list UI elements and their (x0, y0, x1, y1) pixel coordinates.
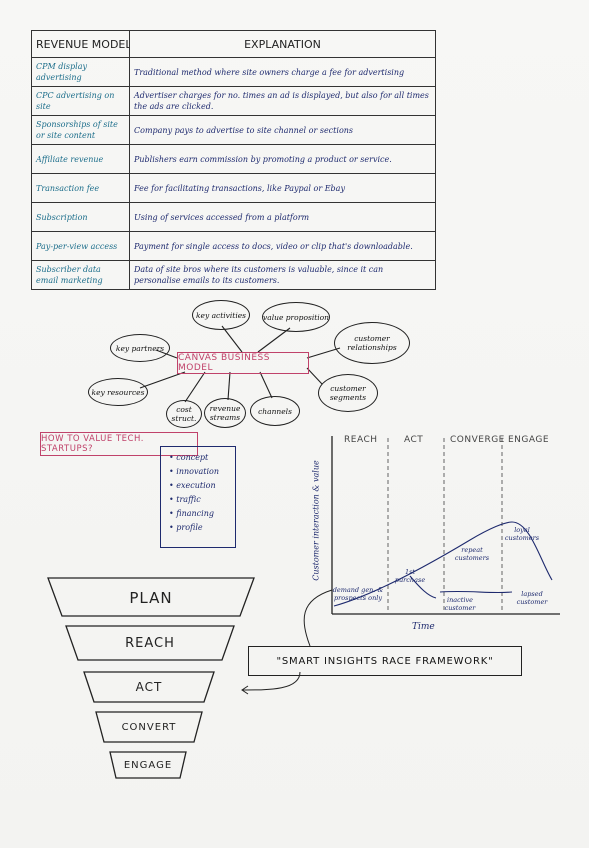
node-customer-segments: customer segments (318, 374, 378, 412)
node-key-activities: key activities (192, 300, 250, 330)
note-repeat: repeat customers (454, 546, 490, 562)
note-inactive: inactive customer (444, 596, 476, 612)
funnel-stage-plan: PLAN (129, 589, 173, 607)
graph-stage-act: ACT (404, 435, 424, 445)
row-model: Subscriber data email marketing (31, 260, 130, 290)
table-row: CPC advertising on site Advertiser charg… (31, 86, 436, 116)
row-model: Subscription (31, 202, 130, 232)
row-explanation: Traditional method where site owners cha… (129, 57, 436, 87)
valuation-title: HOW TO VALUE TECH. STARTUPS? (40, 432, 198, 456)
funnel-stage-convert: CONVERT (121, 721, 177, 733)
list-item: profile (176, 521, 235, 535)
node-customer-relationships: customer relationships (334, 322, 410, 364)
row-model: Affiliate revenue (31, 144, 130, 174)
row-explanation: Data of site bros where its customers is… (129, 260, 436, 290)
list-item: concept (176, 451, 235, 465)
node-key-resources: key resources (88, 378, 148, 406)
table-row: Sponsorships of site or site content Com… (31, 115, 436, 145)
note-lapsed: lapsed customer (516, 590, 548, 606)
graph-stage-reach: REACH (344, 435, 378, 445)
graph-x-label: Time (412, 622, 435, 632)
funnel-stage-act: ACT (135, 680, 163, 694)
list-item: innovation (176, 465, 235, 479)
node-channels: channels (250, 396, 300, 426)
valuation-list: concept innovation execution traffic fin… (160, 446, 236, 548)
canvas-title: CANVAS BUSINESS MODEL (177, 352, 309, 374)
row-explanation: Advertiser charges for no. times an ad i… (129, 86, 436, 116)
node-revenue-streams: revenue streams (204, 398, 246, 428)
note-loyal: loyal customers (504, 526, 540, 542)
node-cost-structure: cost struct. (166, 400, 202, 428)
graph-y-label: Customer interaction & value (311, 460, 321, 581)
note-demand: demand gen. & prospects only (332, 586, 384, 602)
funnel-stage-reach: REACH (125, 635, 175, 651)
row-explanation: Payment for single access to docs, video… (129, 231, 436, 261)
row-explanation: Company pays to advertise to site channe… (129, 115, 436, 145)
graph-stage-converge: CONVERGE (450, 435, 505, 445)
note-first-purchase: 1st purchase (394, 568, 426, 584)
revenue-model-table: REVENUE MODEL EXPLANATION CPM display ad… (31, 30, 436, 290)
list-item: traffic (176, 493, 235, 507)
list-item: financing (176, 507, 235, 521)
header-explanation: EXPLANATION (129, 30, 436, 58)
framework-label: "SMART INSIGHTS RACE FRAMEWORK" (248, 646, 522, 676)
graph-stage-engage: ENGAGE (508, 435, 550, 445)
header-revenue-model: REVENUE MODEL (31, 30, 130, 58)
node-key-partners: key partners (110, 334, 170, 362)
node-value-proposition: value proposition (262, 302, 330, 332)
table-row: Subscription Using of services accessed … (31, 202, 436, 232)
row-model: CPC advertising on site (31, 86, 130, 116)
row-model: Transaction fee (31, 173, 130, 203)
list-item: execution (176, 479, 235, 493)
table-row: CPM display advertising Traditional meth… (31, 57, 436, 87)
table-row: Subscriber data email marketing Data of … (31, 260, 436, 290)
table-header-row: REVENUE MODEL EXPLANATION (31, 30, 436, 58)
funnel-stage-engage: ENGAGE (123, 759, 173, 771)
